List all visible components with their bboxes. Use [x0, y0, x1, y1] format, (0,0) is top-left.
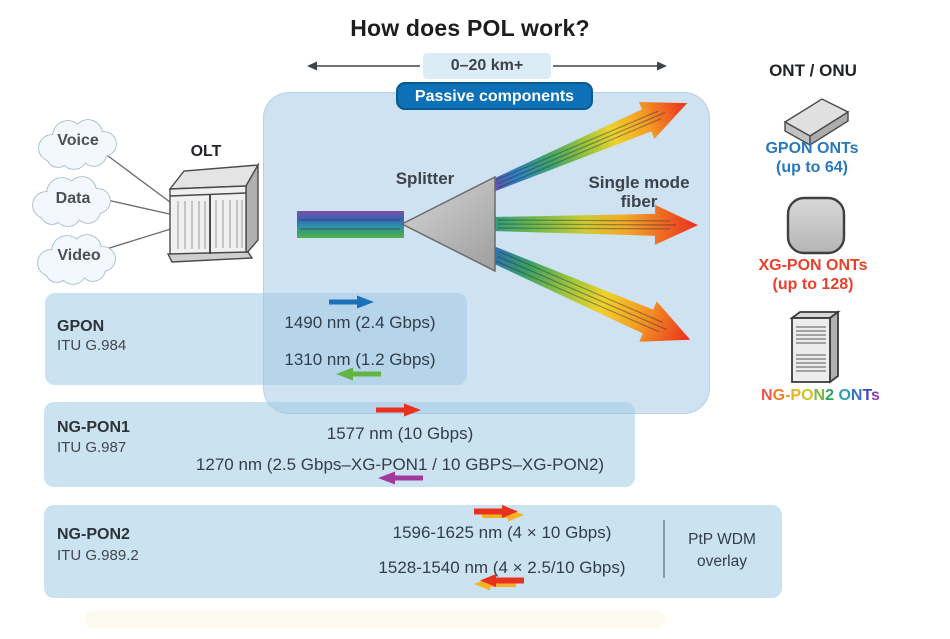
xgpon-ont-icon: [786, 196, 846, 255]
ptp-note-line1: PtP WDM: [688, 531, 756, 548]
gpon-row-name: GPON: [57, 318, 105, 335]
single-mode-fiber-label: Single mode fiber: [559, 173, 719, 211]
ptp-divider-line: [663, 520, 665, 578]
page-title: How does POL work?: [350, 15, 590, 41]
ngpon2-downstream-wavelength: 1596-1625 nm (4 × 10 Gbps): [392, 523, 612, 542]
gpon-downstream-arrow-icon: [329, 295, 375, 309]
passive-components-badge: Passive components: [396, 82, 593, 110]
ngpon1-upstream-wavelength: 1270 nm (2.5 Gbps–XG-PON1 / 10 GBPS–XG-P…: [195, 455, 605, 474]
olt-device-icon: [166, 162, 260, 263]
ngpon1-row-standard: ITU G.987: [57, 439, 127, 456]
ngpon2-row-name: NG-PON2: [57, 526, 130, 543]
voice-cloud-label: Voice: [57, 132, 99, 149]
ngpon1-row-panel: [44, 402, 635, 487]
ngpon2-upstream-arrow-icon: [470, 573, 524, 591]
ont-onu-header: ONT / ONU: [769, 61, 857, 80]
xgpon-onts-capacity: (up to 128): [772, 276, 854, 293]
video-cloud-label: Video: [57, 247, 101, 264]
ngpon2-row-panel: [44, 505, 782, 598]
ptp-wdm-overlay-note: PtP WDM overlay: [672, 529, 772, 573]
ptp-note-line2: overlay: [697, 553, 747, 570]
distance-label-box: [423, 53, 551, 79]
gpon-upstream-arrow-icon: [335, 367, 381, 381]
ngpon1-downstream-arrow-icon: [376, 403, 422, 417]
ngpon1-upstream-arrow-icon: [377, 471, 423, 485]
ngpon2-row-standard: ITU G.989.2: [57, 547, 139, 564]
xgpon-onts-label: XG-PON ONTs: [758, 257, 868, 274]
gpon-row-standard: ITU G.984: [57, 337, 127, 354]
ngpon2-upstream-wavelength: 1528-1540 nm (4 × 2.5/10 Gbps): [378, 558, 626, 577]
ngpon1-row-name: NG-PON1: [57, 419, 130, 436]
distance-label: 0–20 km+: [450, 57, 524, 74]
gpon-upstream-wavelength: 1310 nm (1.2 Gbps): [284, 350, 436, 369]
ngpon2-downstream-arrow-icon: [474, 504, 528, 522]
gpon-onts-label: GPON ONTs: [765, 140, 859, 157]
splitter-label: Splitter: [395, 169, 455, 188]
gpon-downstream-wavelength: 1490 nm (2.4 Gbps): [284, 313, 436, 332]
olt-label: OLT: [190, 143, 222, 160]
fiber-label-line1: Single mode: [588, 173, 690, 192]
data-cloud-label: Data: [55, 190, 91, 207]
footer-bar: [85, 611, 665, 628]
fiber-label-line2: fiber: [620, 192, 658, 211]
ngpon2-onts-label: NG-PON2 ONTs: [761, 387, 880, 404]
ngpon2-ont-icon: [789, 310, 841, 384]
ngpon1-downstream-wavelength: 1577 nm (10 Gbps): [326, 424, 474, 443]
gpon-onts-capacity: (up to 64): [776, 159, 848, 176]
